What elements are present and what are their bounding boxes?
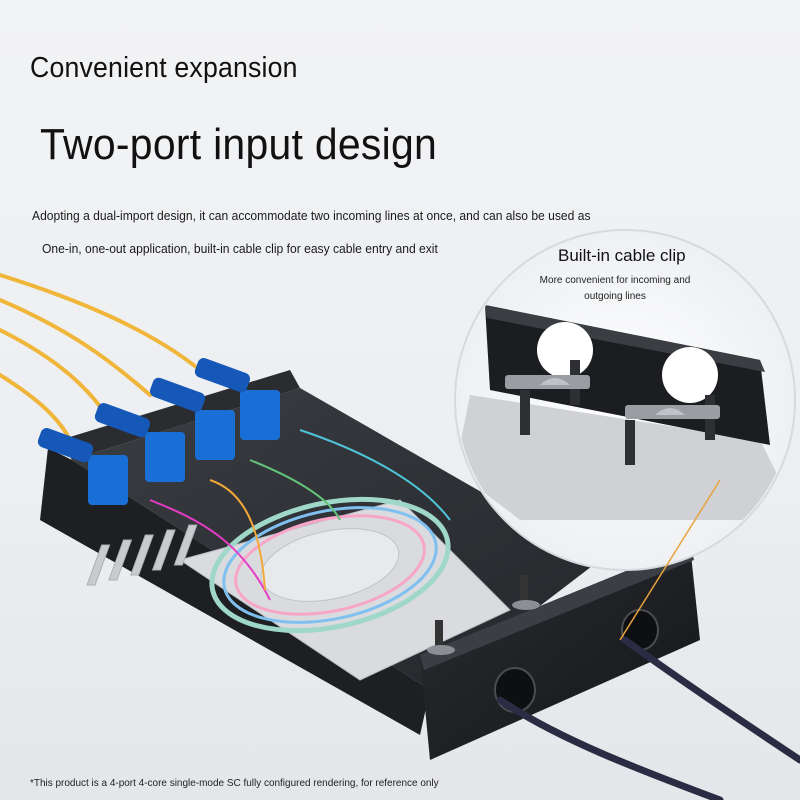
description-line-2: One-in, one-out application, built-in ca… xyxy=(42,241,438,256)
callout-subtitle: More convenient for incoming and outgoin… xyxy=(539,275,691,302)
drop-cables xyxy=(496,636,800,800)
headline-large: Two-port input design xyxy=(40,120,438,169)
callout-leader-line xyxy=(619,479,721,641)
cable-clip-callout xyxy=(454,229,796,571)
cable-clip-bolts xyxy=(427,575,540,655)
adapter-1 xyxy=(37,428,128,505)
adapter-2 xyxy=(94,403,185,482)
sc-adapters xyxy=(37,358,280,505)
internal-fibers xyxy=(149,429,451,601)
adapter-4 xyxy=(194,358,280,440)
headline-small: Convenient expansion xyxy=(30,52,298,84)
adapter-3 xyxy=(149,377,235,460)
patch-cords xyxy=(0,273,202,442)
splice-tray xyxy=(86,496,511,681)
footnote: *This product is a 4-port 4-core single-… xyxy=(30,777,439,789)
callout-title: Built-in cable clip xyxy=(558,246,686,265)
description-line-1: Adopting a dual-import design, it can ac… xyxy=(32,208,591,223)
